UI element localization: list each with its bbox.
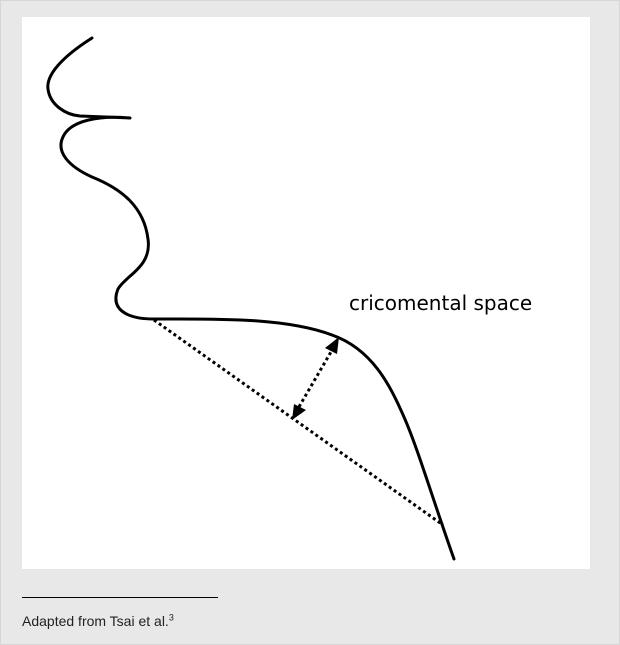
arrowhead-top — [325, 337, 339, 354]
diagram-label: cricomental space — [349, 291, 532, 315]
footnote: Adapted from Tsai et al.3 — [22, 613, 174, 629]
profile-outline — [46, 36, 456, 561]
reference-line — [153, 318, 444, 527]
footnote-ref: 3 — [168, 612, 174, 623]
figure-panel: cricomental space — [22, 17, 590, 569]
cricomental-diagram: cricomental space — [46, 36, 532, 561]
footnote-rule — [22, 597, 218, 598]
measurement-arrow — [294, 344, 337, 413]
footnote-text: Adapted from Tsai et al. — [22, 613, 169, 629]
arrowhead-bottom — [292, 404, 306, 420]
